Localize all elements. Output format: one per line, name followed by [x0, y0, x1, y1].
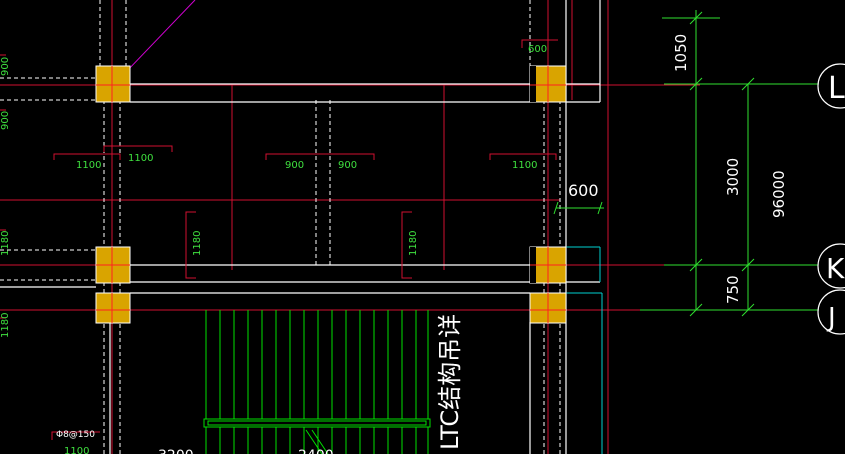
left-900-a: 900	[0, 57, 11, 76]
left-1180-a: 1180	[0, 231, 11, 256]
axis-bubble-l	[817, 63, 845, 109]
column-mid-left	[95, 246, 131, 284]
dim-1180-b: 1180	[408, 231, 419, 256]
bottom-1100: 1100	[64, 446, 89, 454]
left-900-b: 900	[0, 111, 11, 130]
dim-600-large: 600	[568, 181, 599, 200]
dim-1100-a: 1100	[76, 160, 101, 171]
dim-600-small: 600	[528, 44, 547, 55]
stair	[203, 310, 431, 454]
wall-lines	[0, 0, 601, 454]
axis-bubbles	[817, 63, 845, 335]
dim-900-a: 900	[285, 160, 304, 171]
hidden-lines	[0, 0, 561, 454]
dim-1180-a: 1180	[192, 231, 203, 256]
column-mid-right	[529, 246, 567, 284]
axis-bubble-j	[817, 289, 845, 335]
axis-bubble-k	[817, 243, 845, 289]
bottom-rebar: Φ8@150	[56, 430, 95, 440]
dim-1100-b: 1100	[128, 153, 153, 164]
dim-lines-green	[553, 10, 818, 317]
left-1180-b: 1180	[0, 313, 11, 338]
dim-texts-green: 1100 1100 900 900 1100 600 1180 1180 900…	[0, 44, 547, 454]
column-top-left	[95, 65, 131, 103]
bottom-3200: 3200	[158, 448, 194, 454]
watermark-text: LTC结构吊详	[436, 314, 464, 450]
dim-96000: 96000	[770, 170, 788, 218]
column-top-right	[529, 65, 567, 103]
dim-brackets	[0, 39, 558, 440]
cyan-lines	[566, 246, 603, 454]
axis-label-k: K	[826, 252, 845, 285]
bottom-2400: 2400	[298, 448, 334, 454]
axis-label-j: J	[826, 303, 836, 333]
columns	[95, 65, 567, 324]
column-low-right	[529, 292, 567, 324]
dim-1100-c: 1100	[512, 160, 537, 171]
dim-900-b: 900	[338, 160, 357, 171]
dim-750: 750	[724, 275, 742, 304]
dim-1050: 1050	[672, 34, 690, 72]
axis-label-l: L	[828, 71, 845, 106]
dim-texts-white: Φ8@150 3200 2400 600 1050 3000 96000 750…	[56, 34, 845, 454]
column-low-left	[95, 292, 131, 324]
dim-3000: 3000	[724, 158, 742, 196]
magenta-diagonal	[125, 0, 196, 73]
